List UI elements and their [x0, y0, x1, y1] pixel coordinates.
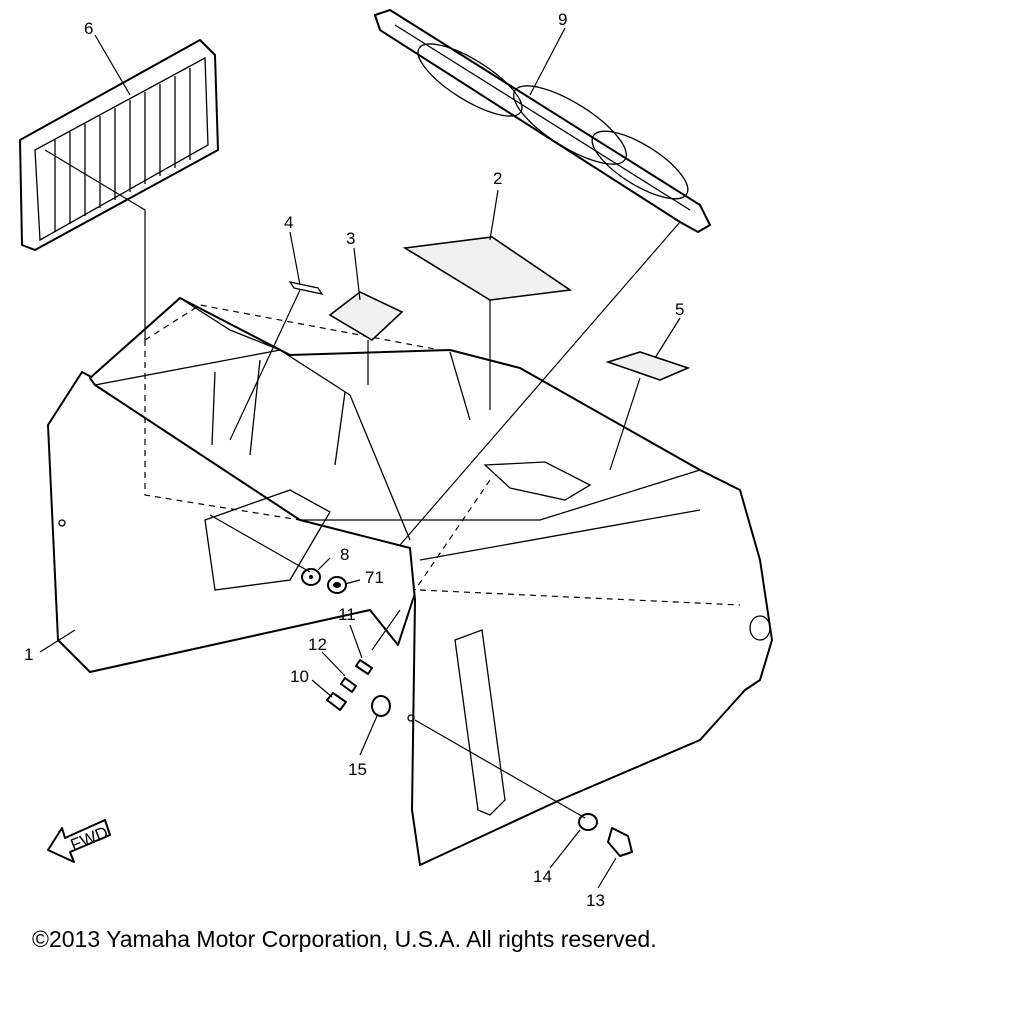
label-part-12: 12	[308, 635, 327, 654]
label-part-13: 13	[586, 891, 605, 910]
label-part-14: 14	[533, 867, 552, 886]
part-14-washer	[578, 813, 598, 831]
part-4-clip	[288, 281, 324, 295]
part-13-bolt	[607, 827, 633, 857]
part-3-plate	[328, 291, 404, 341]
part-11-nut	[355, 659, 373, 675]
part-9-top-cover	[374, 9, 711, 233]
front-opening	[204, 489, 331, 591]
part-5-plate	[605, 351, 691, 381]
label-part-11: 11	[338, 605, 356, 624]
part-2-plate	[402, 236, 573, 301]
top-opening	[483, 461, 592, 501]
side-hole	[749, 615, 771, 641]
label-part-15: 15	[348, 760, 367, 779]
label-part-6: 6	[84, 19, 93, 38]
side-slot	[454, 629, 506, 816]
label-part-8: 8	[340, 545, 349, 564]
label-part-3: 3	[346, 229, 355, 248]
leader-lines	[39, 27, 681, 889]
label-part-1: 1	[24, 645, 33, 664]
shroud-top-hood	[89, 297, 773, 866]
fwd-label: FWD	[68, 823, 111, 855]
label-part-2: 2	[493, 169, 502, 188]
fwd-arrow-icon: FWD	[47, 819, 111, 863]
fasteners	[301, 568, 633, 857]
part-15-bushing	[371, 695, 391, 717]
part-12-washer	[340, 677, 357, 693]
label-part-10: 10	[290, 667, 309, 686]
label-part-71: 71	[365, 568, 384, 587]
label-part-5: 5	[675, 300, 684, 319]
part-6-grille	[19, 39, 219, 251]
shroud-body	[47, 297, 773, 866]
label-part-9: 9	[558, 10, 567, 29]
copyright-notice: ©2013 Yamaha Motor Corporation, U.S.A. A…	[32, 926, 657, 952]
label-part-4: 4	[284, 213, 293, 232]
